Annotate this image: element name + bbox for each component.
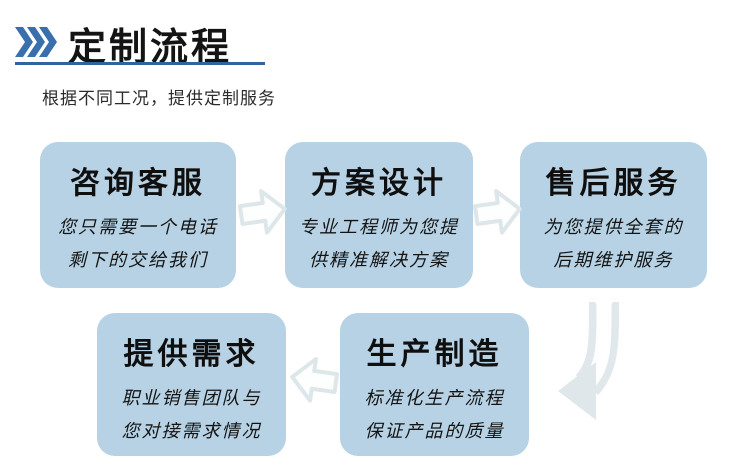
flow-step-production: 生产制造 标准化生产流程 保证产品的质量 [340,313,529,456]
flow-step-requirements: 提供需求 职业销售团队与 您对接需求情况 [97,313,286,456]
step-title: 方案设计 [311,167,447,200]
step-desc-line: 您对接需求情况 [121,421,262,441]
step-desc-line: 您只需要一个电话 [58,217,218,237]
step-desc-line: 为您提供全套的 [543,217,684,237]
step-desc-line: 后期维护服务 [553,250,674,270]
step-title: 售后服务 [545,167,682,200]
step-desc-line: 剩下的交给我们 [68,250,208,270]
flow-step-aftersales: 售后服务 为您提供全套的 后期维护服务 [520,142,707,288]
flow-step-consult: 咨询客服 您只需要一个电话 剩下的交给我们 [40,142,236,288]
arrow-right-icon [237,189,287,235]
triple-chevron-icon [15,27,57,57]
step-desc-line: 职业销售团队与 [121,388,262,408]
step-desc-line: 标准化生产流程 [364,388,505,408]
step-desc-line: 供精准解决方案 [309,250,449,270]
step-desc-line: 专业工程师为您提 [299,217,459,237]
step-title: 提供需求 [123,338,260,371]
title-underline [15,62,265,65]
step-desc-line: 保证产品的质量 [364,421,505,441]
step-title: 生产制造 [366,338,503,371]
section-subtitle: 根据不同工况，提供定制服务 [42,89,276,108]
curved-arrow-down-left-icon [558,293,623,420]
arrow-left-icon [290,357,340,403]
step-title: 咨询客服 [70,167,206,200]
flow-step-design: 方案设计 专业工程师为您提 供精准解决方案 [285,142,473,288]
arrow-right-icon [472,189,522,235]
